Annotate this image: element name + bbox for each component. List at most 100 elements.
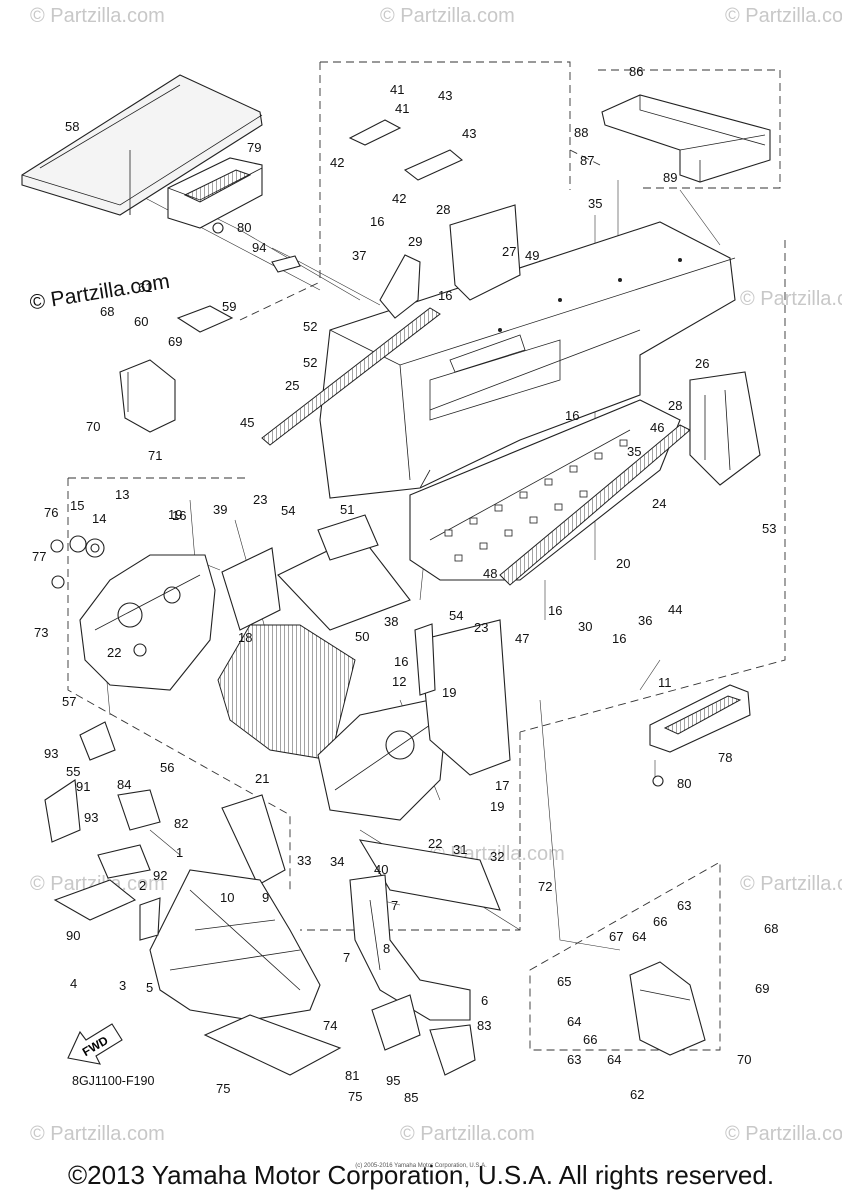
copyright-notice: ©2013 Yamaha Motor Corporation, U.S.A. A… bbox=[67, 1160, 775, 1190]
callout-16d: 16 bbox=[548, 603, 562, 618]
watermark-text: © Partzilla.com bbox=[725, 1123, 842, 1145]
part-78-grab-handle bbox=[649, 684, 751, 753]
callout-55: 55 bbox=[66, 764, 80, 779]
callout-42b: 42 bbox=[392, 191, 406, 206]
callout-10: 10 bbox=[220, 890, 234, 905]
callout-33: 33 bbox=[297, 853, 311, 868]
callout-35a: 35 bbox=[588, 196, 602, 211]
callout-11: 11 bbox=[658, 675, 672, 690]
callout-69b: 69 bbox=[755, 981, 769, 996]
callout-77: 77 bbox=[32, 549, 46, 564]
callout-3: 3 bbox=[119, 978, 126, 993]
callout-72: 72 bbox=[538, 879, 552, 894]
part-60-bracket bbox=[176, 305, 234, 333]
part-74-skid-plate bbox=[203, 1014, 342, 1076]
part-26-bracket bbox=[689, 371, 761, 486]
callout-22b: 22 bbox=[428, 836, 442, 851]
part-38-bracket bbox=[414, 623, 436, 696]
callout-26: 26 bbox=[695, 356, 709, 371]
callout-6: 6 bbox=[481, 993, 488, 1008]
callout-19c: 19 bbox=[490, 799, 504, 814]
callout-12: 12 bbox=[392, 674, 406, 689]
callout-19a: 19 bbox=[168, 507, 182, 522]
callout-40: 40 bbox=[374, 862, 388, 877]
callout-64c: 64 bbox=[607, 1052, 621, 1067]
callout-9: 9 bbox=[262, 890, 269, 905]
part-90-bracket bbox=[53, 879, 137, 921]
callout-31: 31 bbox=[453, 842, 467, 857]
callout-16g: 16 bbox=[172, 508, 186, 523]
watermark-text: © Partzilla.com bbox=[740, 288, 842, 310]
callout-80a: 80 bbox=[237, 220, 251, 235]
part-42-plate bbox=[403, 149, 464, 181]
part-92-bracket bbox=[97, 844, 151, 879]
watermark-text: © Partzilla.com bbox=[740, 873, 842, 895]
part-91-bracket bbox=[44, 779, 81, 843]
callout-63a: 63 bbox=[677, 898, 691, 913]
watermark-text: © Partzilla.com bbox=[380, 5, 515, 27]
callout-37: 37 bbox=[352, 248, 366, 263]
callout-16b: 16 bbox=[438, 288, 452, 303]
callout-79: 79 bbox=[247, 140, 261, 155]
callout-49: 49 bbox=[525, 248, 539, 263]
watermark-text: © Partzilla.com bbox=[725, 5, 842, 27]
callout-1: 1 bbox=[176, 845, 183, 860]
callout-29: 29 bbox=[408, 234, 422, 249]
callout-16c: 16 bbox=[565, 408, 579, 423]
callout-80b: 80 bbox=[677, 776, 691, 791]
callout-90: 90 bbox=[66, 928, 80, 943]
part-42-plate bbox=[348, 119, 402, 146]
part-15-seal bbox=[69, 535, 87, 553]
part-18-plate bbox=[221, 547, 281, 631]
fwd-arrow-icon: FWD bbox=[67, 1023, 123, 1065]
part-51-plate bbox=[317, 514, 379, 561]
part-81-shield bbox=[371, 994, 421, 1051]
callout-38: 38 bbox=[384, 614, 398, 629]
callout-78: 78 bbox=[718, 750, 732, 765]
part-1-suspension-frame bbox=[149, 869, 321, 1021]
callout-23b: 23 bbox=[474, 620, 488, 635]
watermark-text: © Partzilla.com bbox=[30, 5, 165, 27]
callout-93a: 93 bbox=[44, 746, 58, 761]
callout-19b: 19 bbox=[442, 685, 456, 700]
callout-70a: 70 bbox=[86, 419, 100, 434]
tiny-credit: (c) 2005-2016 Yamaha Motor Corporation, … bbox=[355, 1163, 487, 1169]
callout-16a: 16 bbox=[370, 214, 384, 229]
callout-34: 34 bbox=[330, 854, 344, 869]
callout-7a: 7 bbox=[391, 898, 398, 913]
callout-76: 76 bbox=[44, 505, 58, 520]
callout-36: 36 bbox=[638, 613, 652, 628]
part-9-member bbox=[221, 794, 286, 886]
part-14-bearing-bore bbox=[90, 543, 100, 553]
callout-25: 25 bbox=[285, 378, 299, 393]
part-71-cover bbox=[119, 359, 176, 433]
callout-62: 62 bbox=[630, 1087, 644, 1102]
callout-52b: 52 bbox=[303, 355, 317, 370]
callout-30: 30 bbox=[578, 619, 592, 634]
callout-87: 87 bbox=[580, 153, 594, 168]
callout-83: 83 bbox=[477, 1018, 491, 1033]
part-84-bracket bbox=[117, 789, 161, 831]
watermark-text: © Partzilla.com bbox=[30, 1123, 165, 1145]
tunnel-side-panel bbox=[409, 399, 681, 581]
callout-43b: 43 bbox=[462, 126, 476, 141]
callout-94: 94 bbox=[252, 240, 266, 255]
group-outlines bbox=[67, 61, 786, 1051]
callout-68b: 68 bbox=[764, 921, 778, 936]
part-80-fastener bbox=[652, 775, 664, 787]
callout-82: 82 bbox=[174, 816, 188, 831]
watermark-text: © Partzilla.com bbox=[400, 1123, 535, 1145]
callout-15: 15 bbox=[70, 498, 84, 513]
callout-labels: 1 2 3 4 5 6 7 7 8 9 10 11 12 13 14 15 16… bbox=[32, 64, 778, 1105]
callout-57: 57 bbox=[62, 694, 76, 709]
callout-17: 17 bbox=[495, 778, 509, 793]
part-6-front-frame bbox=[349, 874, 471, 1021]
callout-8: 8 bbox=[383, 941, 390, 956]
part-40-cross-plate bbox=[358, 839, 501, 911]
callout-43a: 43 bbox=[438, 88, 452, 103]
drawing-code: 8GJ1100-F190 bbox=[72, 1074, 155, 1088]
callout-7b: 7 bbox=[343, 950, 350, 965]
callout-39: 39 bbox=[213, 502, 227, 517]
callout-13: 13 bbox=[115, 487, 129, 502]
